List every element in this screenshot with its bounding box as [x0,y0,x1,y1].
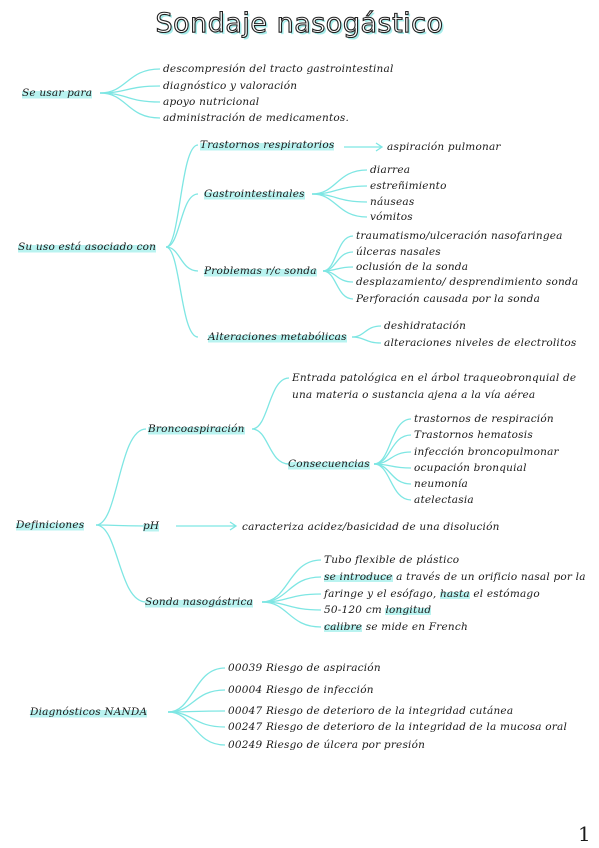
sonda-line: calibre se mide en French [324,621,468,633]
sonda-line: 50-120 cm longitud [324,604,432,616]
metabolica-item: alteraciones niveles de electrolitos [384,337,577,349]
consecuencia-item: infección broncopulmonar [414,446,559,458]
connector-problemas [322,235,354,272]
page-number: 1 [578,822,591,846]
connector-bronco [251,377,290,430]
gastro-item: náuseas [370,196,415,208]
sonda-line: Tubo flexible de plástico [324,554,460,566]
gastro-item: diarrea [370,164,411,176]
consecuencia-item: Trastornos hematosis [414,429,533,441]
connector-metabolicas [351,325,382,338]
connector-nanda [167,689,226,713]
problema-item: traumatismo/ulceración nasofaringea [356,230,563,242]
connector-sonda [261,559,322,603]
gastro-item: vómitos [370,211,413,223]
connector-nanda [167,667,226,713]
connector-asociado [165,246,199,272]
connector-gastro [311,193,368,218]
connector-definiciones [95,524,147,603]
node-consecuencias: Consecuencias [288,457,370,471]
arrow-respiratorio [344,142,384,152]
uso-item: apoyo nutricional [163,96,260,108]
node-alteraciones-metabolicas: Alteraciones metabólicas [208,330,347,344]
node-definiciones: Definiciones [16,518,85,532]
node-diagnosticos-nanda: Diagnósticos NANDA [30,705,148,719]
connector-asociado [165,246,199,338]
problema-item: oclusión de la sonda [356,261,469,273]
node-sonda-nasogastrica: Sonda nasogástrica [145,595,254,609]
node-ph: pH [143,519,160,533]
connector-consecuencias [373,463,412,501]
connector-sonda [261,576,322,603]
nanda-item: 00039 Riesgo de aspiración [228,662,381,674]
problema-item: úlceras nasales [356,246,441,258]
page-title: Sondaje nasogástico [155,7,444,39]
respiratorio-item: aspiración pulmonar [387,141,501,153]
sonda-line: se introduce a través de un orificio nas… [324,571,586,583]
problema-item: desplazamiento/ desprendimiento sonda [356,276,579,288]
bronco-definition: una materia o sustancia ajena a la vía a… [292,389,536,401]
node-asociado-con: Su uso está asociado con [18,240,157,254]
node-problemas-sonda: Problemas r/c sonda [204,264,317,278]
node-gastrointestinales: Gastrointestinales [204,187,305,201]
connector-asociado [165,144,199,248]
uso-item: diagnóstico y valoración [163,80,298,92]
problema-item: Perforación causada por la sonda [356,293,541,305]
connector-definiciones [95,428,147,526]
gastro-item: estreñimiento [370,180,447,192]
metabolica-item: deshidratación [384,320,467,332]
consecuencia-item: trastornos de respiración [414,413,554,425]
connector-metabolicas [351,336,382,344]
connector-sonda [261,601,322,628]
nanda-item: 00249 Riesgo de úlcera por presión [228,739,426,751]
nanda-item: 00247 Riesgo de deterioro de la integrid… [228,721,568,733]
nanda-item: 00047 Riesgo de deterioro de la integrid… [228,705,514,717]
connector-consecuencias [373,463,412,485]
connector-bronco [251,428,290,465]
consecuencia-item: atelectasia [414,494,474,506]
connector-definiciones [95,524,147,527]
connector-asociado [165,193,199,248]
node-broncoaspiracion: Broncoaspiración [148,422,245,436]
connector-nanda [167,711,226,746]
arrow-ph [176,521,238,531]
connector-problemas [322,270,354,300]
ph-definition: caracteriza acidez/basicidad de una diso… [242,521,500,533]
consecuencia-item: ocupación bronquial [414,462,527,474]
node-trastornos-respiratorios: Trastornos respiratorios [200,138,335,152]
nanda-item: 00004 Riesgo de infección [228,684,374,696]
connector-uso [99,92,161,119]
bronco-definition: Entrada patológica en el árbol traqueobr… [292,372,577,384]
uso-item: descompresión del tracto gastrointestina… [163,63,394,75]
connector-nanda [167,711,226,728]
consecuencia-item: neumonía [414,478,468,490]
sonda-line: faringe y el esófago, hasta el estómago [324,588,540,600]
node-se-usar-para: Se usar para [22,86,93,100]
connector-gastro [311,169,368,195]
uso-item: administración de medicamentos. [163,112,350,124]
